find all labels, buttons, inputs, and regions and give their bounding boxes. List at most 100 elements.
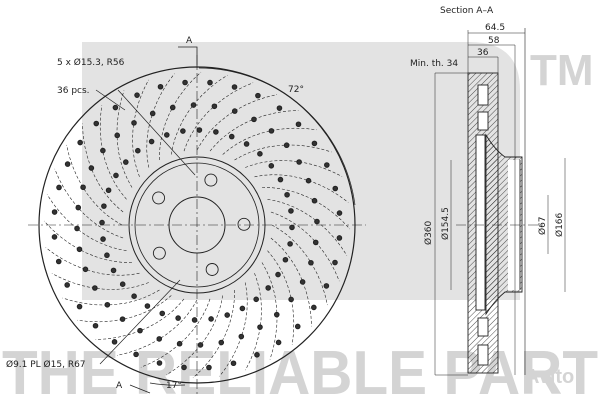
section-marker-top: A xyxy=(186,36,193,46)
drill-hole xyxy=(104,301,111,308)
drill-hole xyxy=(323,283,330,289)
cooling-slot xyxy=(196,94,278,151)
drill-hole xyxy=(299,279,306,285)
drill-hole xyxy=(131,293,137,299)
bolt-holes-label: 5 x Ø15.3, R56 xyxy=(57,57,125,68)
drill-hole xyxy=(144,303,151,309)
drill-hole xyxy=(287,241,293,247)
cooling-slot xyxy=(234,144,332,161)
cooling-slot xyxy=(54,168,124,239)
drill-hole xyxy=(311,140,318,147)
cooling-slot xyxy=(261,262,278,360)
drill-hole xyxy=(119,316,126,322)
drill-hole xyxy=(191,317,198,323)
drill-hole xyxy=(296,159,302,165)
dim-thickness: 36 xyxy=(477,48,489,58)
cooling-slot xyxy=(146,73,175,168)
cooling-slot xyxy=(245,273,262,371)
drill-hole xyxy=(211,103,218,110)
bolt-hole xyxy=(152,246,166,260)
drill-hole xyxy=(55,258,62,265)
drill-hole xyxy=(289,224,295,231)
drill-hole xyxy=(224,312,231,318)
drill-hole xyxy=(82,266,89,273)
drill-hole xyxy=(112,104,119,111)
cooling-slot xyxy=(261,187,351,230)
slogan-watermark: THE RELIABLE PART xyxy=(2,339,598,400)
drill-hole xyxy=(182,79,188,86)
drill-hole xyxy=(208,316,214,322)
angle-bottom-label: 17° xyxy=(166,381,182,391)
drill-hole xyxy=(277,176,284,183)
drill-hole xyxy=(148,138,155,145)
drill-hole xyxy=(180,128,186,134)
drill-hole xyxy=(92,285,98,291)
drill-hole xyxy=(239,305,246,312)
drill-hole xyxy=(88,165,95,171)
drill-hole xyxy=(336,235,343,241)
drill-hole xyxy=(133,351,139,358)
drill-hole xyxy=(131,120,137,126)
drill-hole xyxy=(114,132,121,139)
cooling-slot xyxy=(132,79,149,177)
drill-hole xyxy=(275,339,282,346)
section-marker-bottom: A xyxy=(116,381,123,391)
drill-hole xyxy=(268,128,275,134)
drill-hole xyxy=(275,271,281,278)
cooling-slot xyxy=(140,298,211,368)
drill-hole xyxy=(64,282,70,288)
drill-hole xyxy=(276,105,283,111)
drill-hole xyxy=(294,323,301,330)
drill-hole xyxy=(93,120,100,127)
drill-hole xyxy=(257,151,263,157)
drill-hole xyxy=(76,246,83,253)
drill-hole xyxy=(218,339,225,346)
drill-hole xyxy=(123,159,129,165)
drill-hole xyxy=(92,322,99,329)
drill-hole xyxy=(163,132,170,138)
cooling-slot xyxy=(46,194,127,251)
drill-hole xyxy=(332,259,338,266)
drill-hole xyxy=(295,121,302,128)
drill-hole xyxy=(311,197,318,204)
dia-outer: Ø360 xyxy=(423,220,434,245)
drill-hole xyxy=(149,110,156,117)
cooling-slot xyxy=(271,224,328,306)
cooling-slot xyxy=(267,250,295,345)
drill-hole xyxy=(312,239,319,246)
drill-hole xyxy=(156,360,163,366)
drill-holes-label: Ø9.1 PL Ø15, R67 xyxy=(6,359,86,370)
drill-hole xyxy=(157,83,164,90)
drill-hole xyxy=(56,184,62,191)
drill-hole xyxy=(169,104,176,111)
drill-hole xyxy=(80,184,86,191)
drill-hole xyxy=(75,204,82,211)
angle-top-label: 72° xyxy=(288,85,304,95)
cooling-slot xyxy=(183,82,254,152)
cooling-slot xyxy=(270,211,340,282)
drill-hole xyxy=(77,139,83,146)
drill-hole xyxy=(228,133,235,140)
cooling-slot xyxy=(43,220,133,263)
drill-hole xyxy=(110,267,117,274)
drill-hole xyxy=(324,162,330,168)
drill-hole xyxy=(288,296,294,303)
avito-watermark: Avito xyxy=(525,366,574,388)
drill-hole xyxy=(265,285,271,291)
drill-hole xyxy=(268,163,275,169)
drill-hole xyxy=(336,210,343,216)
cooling-slot xyxy=(99,105,127,200)
cooling-slot xyxy=(222,127,317,155)
dia-hat-outer: Ø166 xyxy=(554,212,565,237)
cooling-slot xyxy=(267,199,348,256)
drill-hole xyxy=(100,236,106,242)
drill-hole xyxy=(74,225,80,232)
disc-section-view xyxy=(434,28,566,376)
drill-hole xyxy=(207,79,213,86)
cooling-slot xyxy=(219,282,248,377)
min-thickness-label: Min. th. 34 xyxy=(410,59,458,69)
dia-hat-inner: Ø154.5 xyxy=(440,207,451,240)
drill-hole xyxy=(100,147,106,154)
dim-hat-height: 58 xyxy=(488,36,500,46)
drill-hole xyxy=(51,234,58,240)
